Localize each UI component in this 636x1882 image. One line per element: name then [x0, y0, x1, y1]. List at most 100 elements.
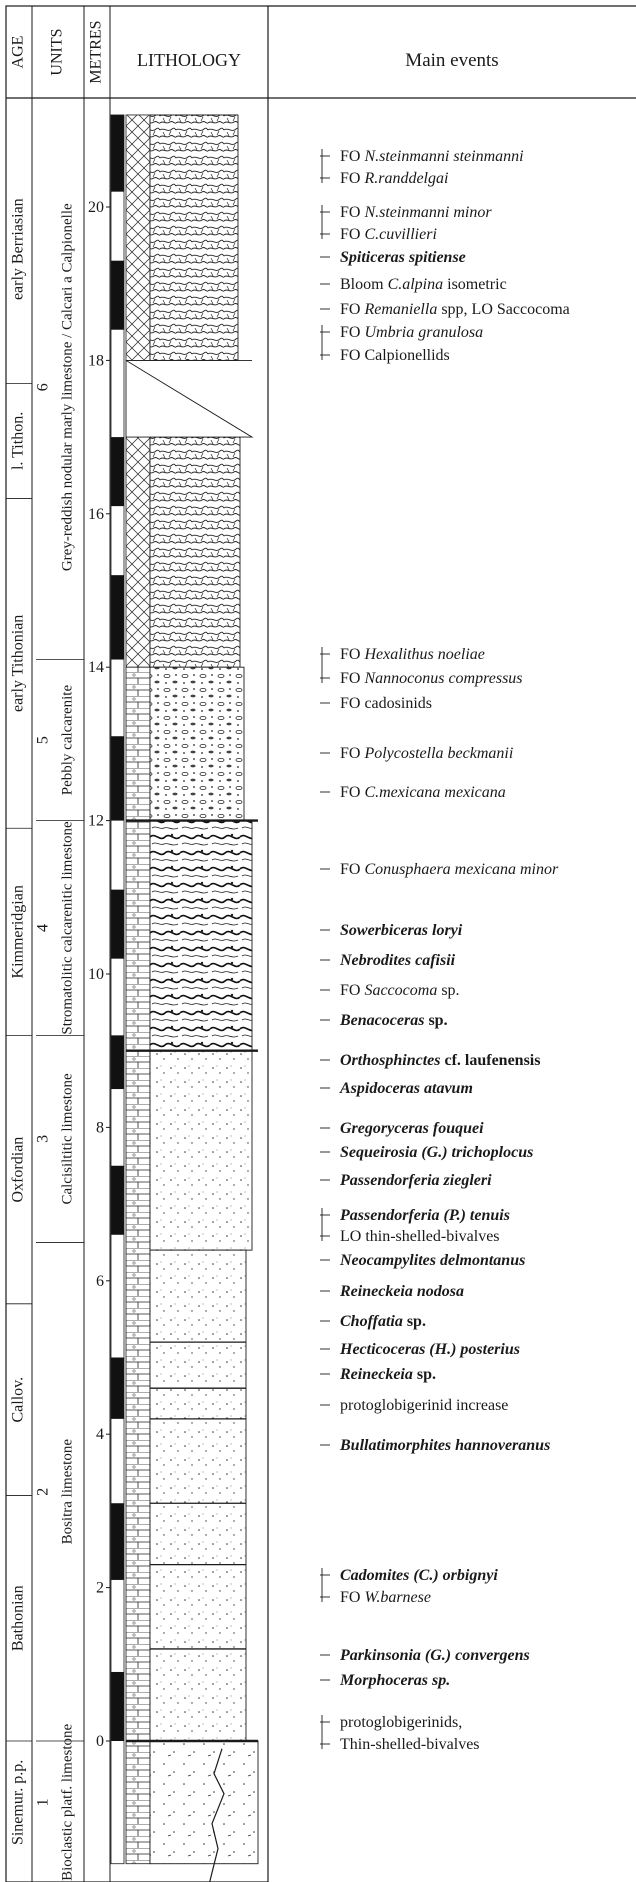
metre-label: 16 — [88, 506, 104, 523]
chron-bar — [111, 115, 124, 192]
chron-bar — [111, 890, 124, 959]
age-label: Oxfordian — [10, 1137, 27, 1203]
frame — [6, 6, 636, 1882]
event-label: Orthosphinctes cf. laufenensis — [340, 1052, 540, 1069]
metre-label: 2 — [96, 1580, 104, 1597]
lithology-strip — [126, 115, 150, 360]
event-label: Neocampylites delmontanus — [339, 1252, 525, 1269]
unit-number: 3 — [35, 1135, 52, 1143]
event-label: Morphoceras sp. — [339, 1672, 450, 1689]
lithology-strip — [126, 667, 150, 1864]
unit-number: 6 — [35, 383, 52, 391]
event-label: Passendorferia (P.) tenuis — [339, 1207, 510, 1224]
metre-label: 8 — [96, 1119, 104, 1136]
chron-bar — [111, 261, 124, 330]
chron-bar — [111, 736, 124, 820]
metre-label: 14 — [88, 659, 104, 676]
unit-6-upper-body — [150, 115, 238, 360]
chron-bar — [111, 1672, 124, 1741]
event-label: FO N.steinmanni minor — [340, 204, 492, 221]
main-events-column: FO N.steinmanni steinmanniFO R.randdelga… — [320, 148, 570, 1753]
metre-label: 4 — [96, 1426, 104, 1443]
chron-bar — [111, 1035, 124, 1089]
unit-number: 5 — [35, 736, 52, 744]
metre-label: 0 — [96, 1733, 104, 1750]
event-label: FO W.barnese — [340, 1589, 431, 1606]
event-label: Spiticeras spitiense — [340, 249, 466, 266]
event-label: FO N.steinmanni steinmanni — [340, 148, 524, 165]
unit-name: Stromatolitic calcarenitic limestone — [59, 821, 75, 1035]
unit-name: Bioclastic platf. limestone — [59, 1723, 75, 1880]
event-label: Thin-shelled-bivalves — [340, 1736, 480, 1753]
event-label: Reineckeia sp. — [339, 1366, 436, 1383]
age-label: early Tithonian — [10, 615, 27, 712]
unit-6-lower-body — [150, 437, 240, 667]
unit-name: Calcisiltitic limestone — [59, 1073, 75, 1205]
event-label: Reineckeia nodosa — [339, 1283, 464, 1300]
lithology-strip — [126, 437, 150, 667]
unit-5-body — [150, 667, 244, 820]
event-label: FO Remaniella spp, LO Saccocoma — [340, 301, 570, 318]
header-metres: METRES — [88, 20, 105, 83]
units-column: 6 Grey-reddish nodular marly limestone / … — [35, 203, 84, 1881]
header-age: AGE — [10, 36, 27, 69]
chron-bar — [111, 1166, 124, 1235]
event-label: Sequeirosia (G.) trichoplocus — [340, 1144, 533, 1161]
event-label: FO Nannoconus compressus — [340, 670, 523, 687]
unit-1-body — [150, 1741, 258, 1864]
unit-2-body — [150, 1250, 246, 1741]
chron-bar — [111, 575, 124, 659]
age-label: Bathonian — [10, 1585, 27, 1651]
event-label: Cadomites (C.) orbignyi — [340, 1567, 498, 1584]
age-label: Kimmeridgian — [10, 885, 27, 978]
event-label: FO Conusphaera mexicana minor — [340, 861, 559, 878]
event-label: FO Hexalithus noeliae — [340, 646, 485, 663]
event-label: FO Umbria granulosa — [340, 324, 483, 341]
metre-label: 18 — [88, 352, 104, 369]
event-label: FO C.mexicana mexicana — [340, 784, 506, 801]
event-label: LO thin-shelled-bivalves — [340, 1228, 500, 1245]
unit-4-body — [150, 821, 252, 1051]
event-label: Hecticoceras (H.) posterius — [339, 1341, 520, 1358]
chron-frame — [111, 115, 124, 1864]
unit-name: Bositra limestone — [59, 1439, 75, 1545]
event-label: Sowerbiceras loryi — [340, 922, 463, 939]
event-label: Benacoceras sp. — [339, 1012, 448, 1029]
metre-label: 10 — [88, 966, 104, 983]
event-label: FO Polycostella beckmanii — [340, 745, 513, 762]
header-lithology: LITHOLOGY — [137, 50, 241, 70]
event-label: FO C.cuvillieri — [340, 226, 437, 243]
hiatus-wedge — [126, 360, 252, 437]
event-label: Aspidoceras atavum — [339, 1080, 473, 1097]
event-label: Gregoryceras fouquei — [340, 1120, 484, 1137]
event-label: FO cadosinids — [340, 695, 432, 712]
unit-3-body — [150, 1051, 252, 1250]
event-label: FO Calpionellids — [340, 347, 450, 364]
metre-label: 6 — [96, 1273, 104, 1290]
event-label: Bloom C.alpina isometric — [340, 276, 507, 293]
unit-name: Grey-reddish nodular marly limestone / C… — [59, 203, 75, 571]
age-label: Sinemur. p.p. — [10, 1760, 27, 1845]
metre-label: 20 — [88, 199, 104, 216]
chron-bar — [111, 1503, 124, 1580]
event-label: Passendorferia ziegleri — [339, 1172, 492, 1189]
unit-number: 1 — [35, 1798, 52, 1806]
unit-number: 2 — [35, 1488, 52, 1496]
header-events: Main events — [405, 50, 498, 71]
metre-label: 12 — [88, 813, 104, 830]
age-label: l. Tithon. — [10, 412, 27, 470]
chron-bar — [111, 437, 124, 506]
event-label: Nebrodites cafisii — [339, 952, 456, 969]
unit-name: Pebbly calcarenite — [59, 685, 75, 796]
event-label: Parkinsonia (G.) convergens — [339, 1647, 530, 1664]
chron-bar — [111, 1358, 124, 1419]
event-label: protoglobigerinid increase — [340, 1397, 508, 1414]
age-label: Callov. — [10, 1377, 27, 1423]
event-label: Choffatia sp. — [340, 1313, 426, 1330]
event-label: protoglobigerinids, — [340, 1714, 462, 1731]
unit-number: 4 — [35, 924, 52, 932]
